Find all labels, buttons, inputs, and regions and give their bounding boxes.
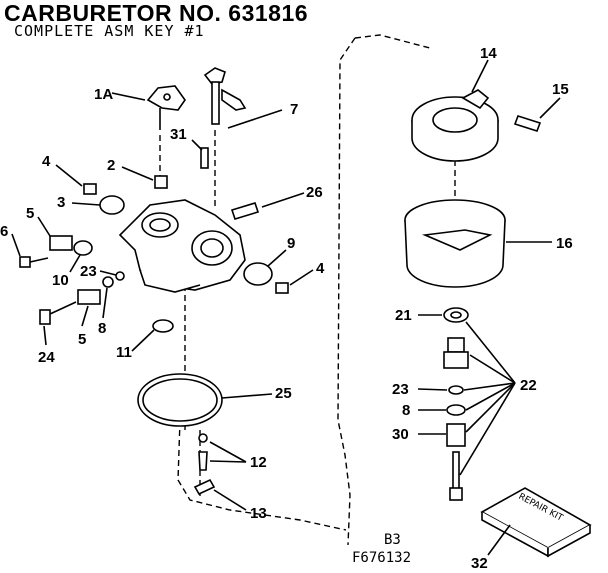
label-26: 26	[306, 184, 323, 201]
label-16: 16	[556, 235, 573, 252]
choke-plate-part	[243, 262, 273, 286]
welch-plug-part	[152, 319, 174, 333]
carburetor-body-part	[118, 199, 246, 293]
label-10: 10	[52, 272, 69, 289]
label-5a: 5	[26, 205, 34, 222]
label-3: 3	[57, 194, 65, 211]
spring-5b-part	[77, 289, 101, 305]
label-8b: 8	[402, 402, 410, 419]
repair-kit-box: REPAIR KIT	[480, 487, 592, 558]
idle-screw-24-part	[39, 301, 77, 325]
label-24: 24	[38, 349, 55, 366]
label-21: 21	[395, 307, 412, 324]
callout-labels: 1A 7 31 2 4 3 5 6 10 23 26 9 4 8 5 24 11…	[0, 45, 573, 572]
figure-code: F676132	[352, 550, 411, 566]
inlet-needle-part	[198, 451, 208, 471]
label-5b: 5	[78, 331, 86, 348]
float-pin-part	[513, 115, 542, 132]
page-code: B3	[384, 532, 401, 548]
label-6: 6	[0, 223, 8, 240]
o-ring-8b-part	[446, 404, 466, 416]
label-30: 30	[392, 426, 409, 443]
jet-screw-part	[449, 451, 463, 501]
label-2: 2	[107, 157, 115, 174]
screw-31-part	[200, 147, 209, 169]
label-14: 14	[480, 45, 497, 62]
spring-2-part	[154, 175, 168, 189]
label-25: 25	[275, 385, 292, 402]
diagram-title: CARBURETOR NO. 631816	[4, 0, 309, 26]
spring-30-part	[446, 423, 466, 447]
needle-clip-part	[193, 478, 216, 496]
label-12: 12	[250, 454, 267, 471]
tube-26-part	[230, 202, 260, 220]
diagram-subtitle: COMPLETE ASM KEY #1	[14, 22, 205, 40]
needle-screw-6-part	[19, 256, 49, 268]
float-bowl-part	[404, 199, 506, 288]
throttle-plate-part	[99, 195, 125, 215]
bowl-washer-21-hole	[450, 311, 462, 319]
label-1a: 1A	[94, 86, 113, 103]
label-9: 9	[287, 235, 295, 252]
label-7: 7	[290, 101, 298, 118]
label-32: 32	[471, 555, 488, 572]
label-31: 31	[170, 126, 187, 143]
label-4a: 4	[42, 153, 51, 170]
throttle-lever-part	[146, 85, 186, 130]
o-ring-8a-part	[102, 276, 114, 288]
label-4b: 4	[316, 260, 325, 277]
choke-lever-part	[203, 67, 247, 125]
washer-23b-part	[448, 385, 464, 395]
needle-seat-part	[198, 433, 208, 443]
spring-5a-part	[49, 235, 73, 251]
label-8a: 8	[98, 320, 106, 337]
label-22: 22	[520, 377, 537, 394]
label-13: 13	[250, 505, 267, 522]
label-23a: 23	[80, 263, 97, 280]
label-23b: 23	[392, 381, 409, 398]
assembly-outline	[177, 34, 431, 546]
bowl-nut-part	[443, 337, 469, 369]
label-15: 15	[552, 81, 569, 98]
bowl-gasket-inner	[142, 378, 218, 422]
float-part	[411, 89, 499, 162]
label-11: 11	[116, 344, 132, 361]
washer-23a-part	[115, 271, 125, 281]
screw-4a-part	[83, 183, 97, 195]
leader-lines	[11, 59, 561, 556]
o-ring-10-part	[73, 240, 93, 256]
screw-4b-part	[275, 282, 289, 294]
